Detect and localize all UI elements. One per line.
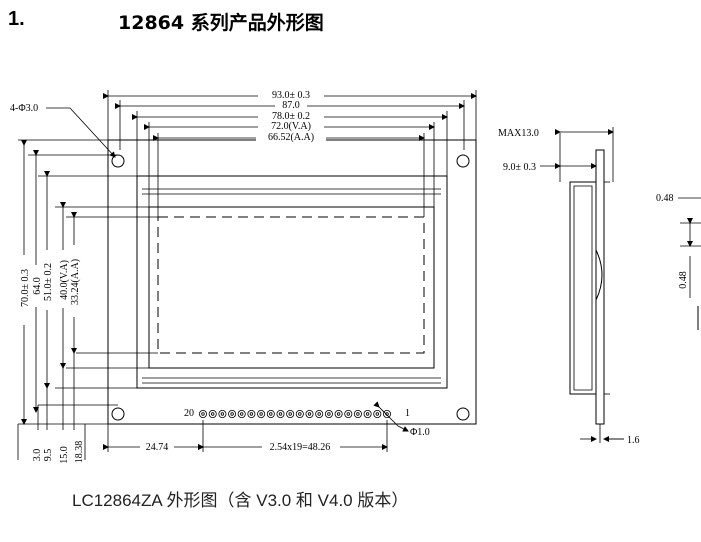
section-number: 1. bbox=[8, 8, 25, 30]
pin bbox=[382, 409, 391, 418]
mounting-hole-br bbox=[456, 407, 470, 421]
pin bbox=[198, 409, 207, 418]
detail-view bbox=[678, 197, 701, 330]
dim-width-va: 72.0(V.A) bbox=[271, 121, 311, 132]
dim-bottom-15: 15.0 bbox=[59, 446, 70, 464]
dim-pin-diameter: Φ1.0 bbox=[410, 427, 430, 438]
dim-height-51: 51.0± 0.2 bbox=[43, 263, 54, 301]
mounting-hole-tl bbox=[111, 154, 125, 168]
pin bbox=[324, 409, 333, 418]
dim-hole: 4-Φ3.0 bbox=[10, 103, 38, 114]
mounting-hole-bl bbox=[111, 407, 125, 421]
pin bbox=[276, 409, 285, 418]
pin bbox=[266, 409, 275, 418]
section-title: 12864 系列产品外形图 bbox=[118, 12, 324, 34]
dim-bottom-18-38: 18.38 bbox=[74, 441, 85, 464]
pin bbox=[295, 409, 304, 418]
dim-pin-pitch: 2.54x19=48.26 bbox=[270, 442, 331, 453]
pin bbox=[315, 409, 324, 418]
dim-height-64: 64.0 bbox=[32, 277, 43, 295]
dim-detail-0-48-b: 0.48 bbox=[678, 271, 689, 289]
mounting-hole-tr bbox=[456, 154, 470, 168]
dim-height-total: 70.0± 0.3 bbox=[20, 269, 31, 307]
pcb-outline bbox=[107, 139, 477, 425]
dim-height-aa: 33.24(A.A) bbox=[70, 259, 81, 305]
front-view bbox=[107, 139, 477, 425]
pin bbox=[257, 409, 266, 418]
pin bbox=[344, 409, 353, 418]
dim-bottom-3: 3.0 bbox=[32, 449, 43, 462]
pin bbox=[373, 409, 382, 418]
pin bbox=[247, 409, 256, 418]
pin bbox=[237, 409, 246, 418]
pin-20-label: 20 bbox=[184, 408, 194, 419]
pin bbox=[363, 409, 372, 418]
pin bbox=[208, 409, 217, 418]
dim-bottom-9-5: 9.5 bbox=[43, 449, 54, 462]
pin-1-label: 1 bbox=[405, 408, 410, 419]
pin bbox=[305, 409, 314, 418]
dim-side-1-6: 1.6 bbox=[627, 435, 640, 446]
module-frame bbox=[136, 175, 448, 389]
pin bbox=[334, 409, 343, 418]
dim-width-78: 78.0± 0.2 bbox=[272, 111, 310, 122]
dim-width-87: 87.0 bbox=[282, 100, 300, 111]
viewing-area bbox=[148, 206, 435, 369]
dim-detail-0-48-a: 0.48 bbox=[656, 193, 674, 204]
pin bbox=[286, 409, 295, 418]
side-view bbox=[569, 149, 610, 443]
figure-caption: LC12864ZA 外形图（含 V3.0 和 V4.0 版本） bbox=[72, 491, 409, 510]
dim-width-aa: 66.52(A.A) bbox=[268, 132, 314, 143]
dim-pin-offset: 24.74 bbox=[146, 442, 169, 453]
dim-side-9: 9.0± 0.3 bbox=[503, 162, 536, 173]
pin-header bbox=[198, 409, 391, 418]
dim-side-max: MAX13.0 bbox=[498, 128, 539, 139]
pin bbox=[218, 409, 227, 418]
active-area bbox=[157, 216, 425, 354]
pin bbox=[228, 409, 237, 418]
dim-height-va: 40.0(V.A) bbox=[59, 260, 70, 300]
dim-width-total: 93.0± 0.3 bbox=[272, 90, 310, 101]
pin bbox=[353, 409, 362, 418]
